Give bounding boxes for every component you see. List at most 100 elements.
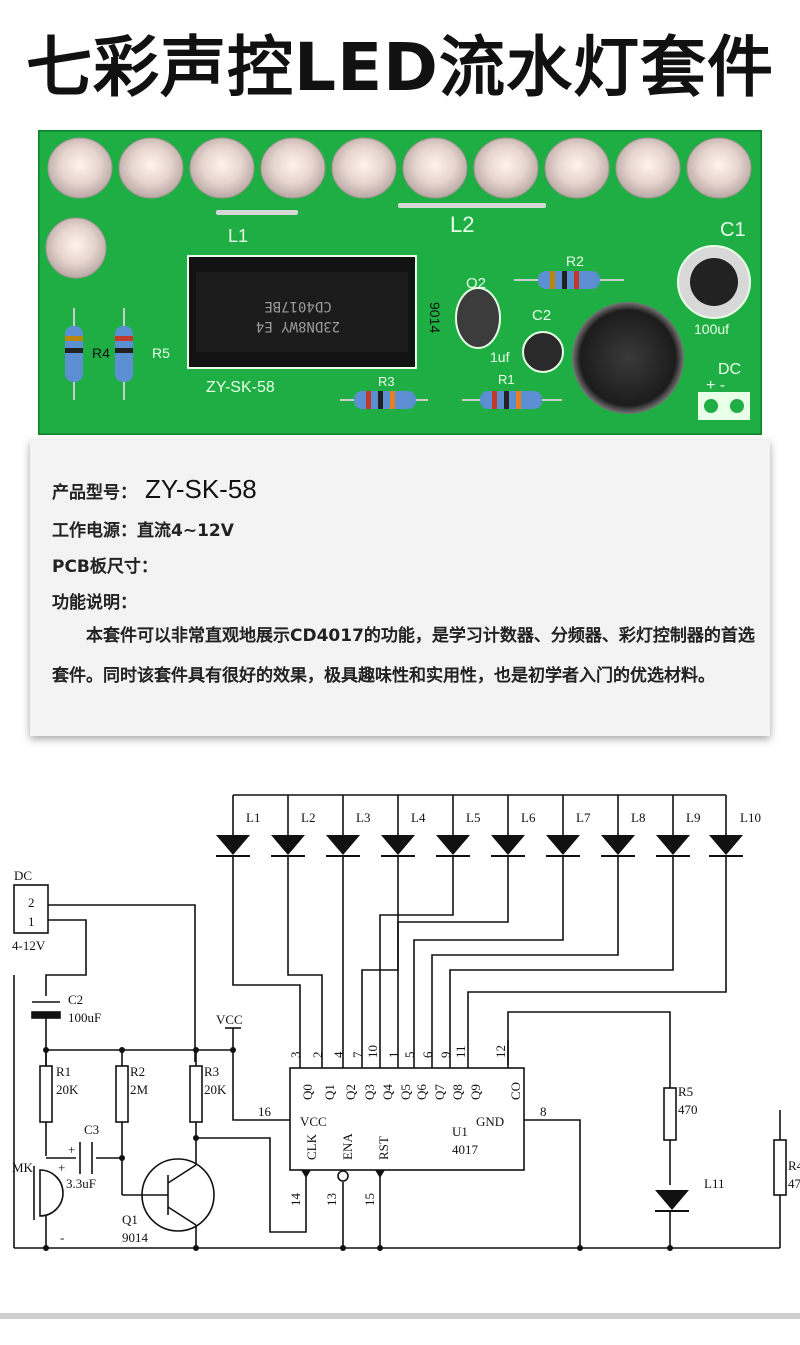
model-row: 产品型号： ZY-SK-58 (52, 474, 257, 505)
r3-value: 20K (204, 1082, 227, 1097)
r5-label: R5 (678, 1084, 693, 1099)
q1-value: 9014 (122, 1230, 149, 1245)
r5-value: 470 (678, 1102, 698, 1117)
ic-out-q0: Q0 (300, 1084, 315, 1100)
pcb-c2-body (522, 331, 564, 373)
led-label-l2: L2 (301, 810, 315, 825)
ic-u1-body (289, 1067, 525, 1171)
ic-out-co: CO (508, 1082, 523, 1100)
circuit-schematic: L1 L2 L3 L4 L5 L6 L7 L8 L9 L10 DC 2 1 4-… (12, 794, 800, 1251)
ic-pin-3: 3 (288, 1052, 303, 1059)
r1-value: 20K (56, 1082, 79, 1097)
ic-gnd-label: GND (476, 1114, 504, 1129)
pcb-resistor-r5 (115, 308, 133, 400)
pcb-c2-value: 1uf (490, 349, 510, 365)
ic-ena-label: ENA (340, 1133, 355, 1160)
page-title: 七彩声控LED流水灯套件 (26, 29, 774, 106)
function-description: 本套件可以非常直观地展示CD4017的功能，是学习计数器、分频器、彩灯控制器的首… (52, 626, 755, 686)
led-label-l5: L5 (466, 810, 480, 825)
ic-pin-8: 8 (540, 1104, 547, 1119)
vcc-label: VCC (216, 1012, 243, 1027)
dc-pin-1: 1 (28, 914, 35, 929)
pcb-label-l1: L1 (228, 226, 248, 246)
pcb-r1-label: R1 (498, 372, 515, 387)
power-value: 直流4~12V (137, 521, 234, 541)
led-label-l1: L1 (246, 810, 260, 825)
led-label-l10: L10 (740, 810, 761, 825)
r3-label: R3 (204, 1064, 219, 1079)
ic-pin-4: 4 (331, 1051, 346, 1058)
pcb-resistor-r4 (65, 308, 83, 400)
ic-pin-1: 1 (386, 1052, 401, 1059)
ic-out-q6: Q6 (414, 1084, 429, 1100)
ic-out-q2: Q2 (343, 1084, 358, 1100)
r4-label: R4 (788, 1158, 800, 1173)
dc-range: 4-12V (12, 938, 46, 953)
ic-pin-7: 7 (350, 1051, 365, 1058)
ic-pin-11: 11 (453, 1045, 468, 1058)
ic-out-q3: Q3 (362, 1084, 377, 1100)
pcb-jumper-l2 (398, 203, 546, 208)
led-label-l7: L7 (576, 810, 591, 825)
dc-label: DC (14, 868, 32, 883)
pcb-label-l2: L2 (450, 212, 474, 237)
c3-label: C3 (84, 1122, 99, 1137)
pcb-dc-pins: + - (706, 377, 725, 394)
product-info-card: 产品型号： ZY-SK-58 工作电源：直流4~12V PCB板尺寸： 功能说明：… (30, 440, 770, 736)
r1-label: R1 (56, 1064, 71, 1079)
ic-pin-10: 10 (365, 1045, 380, 1058)
pcb-board-photo: L1 L2 CD4017BE 23DN8WY E4 ZY-SK-58 Q2 90… (38, 130, 762, 435)
led-array-wiring (232, 795, 727, 835)
power-row: 工作电源：直流4~12V (52, 516, 234, 541)
c2-label: C2 (68, 992, 83, 1007)
ic-out-q7: Q7 (432, 1084, 447, 1100)
ic-out-q4: Q4 (380, 1084, 395, 1100)
q1-label: Q1 (122, 1212, 138, 1227)
ic-pin-9: 9 (438, 1052, 453, 1059)
led-label-l8: L8 (631, 810, 645, 825)
ic-name: U1 (452, 1124, 468, 1139)
pcb-c1-value: 100uf (694, 321, 729, 337)
pcb-c2-label: C2 (532, 307, 551, 324)
pcb-led-row (47, 137, 752, 199)
mk-plus: + (58, 1160, 65, 1175)
model-value: ZY-SK-58 (145, 474, 257, 504)
ic-pin-16: 16 (258, 1104, 272, 1119)
ic-vcc-label: VCC (300, 1114, 327, 1129)
led-label-l6: L6 (521, 810, 536, 825)
dc-pin-2: 2 (28, 895, 35, 910)
pcb-chip-marking-1: CD4017BE (264, 298, 331, 314)
led-label-l9: L9 (686, 810, 700, 825)
pcb-q2-part: 9014 (427, 302, 443, 333)
function-label: 功能说明： (52, 593, 137, 613)
r4-value: 47 (788, 1176, 800, 1191)
pcb-led-l11 (45, 217, 107, 279)
pcb-chip-marking-2: 23DN8WY E4 (256, 318, 340, 334)
mk-minus: - (60, 1230, 64, 1245)
pcb-jumper-l1 (216, 210, 298, 215)
model-label: 产品型号： (52, 483, 137, 503)
pcb-resistor-r1 (462, 391, 562, 409)
pcb-r3-label: R3 (378, 374, 395, 389)
c3-value: 3.3uF (66, 1176, 96, 1191)
pcb-c1-label: C1 (720, 219, 746, 241)
pcb-size-label: PCB板尺寸： (52, 557, 158, 577)
l11-label: L11 (704, 1176, 724, 1191)
ic-pin-14: 14 (288, 1193, 303, 1207)
bottom-divider (0, 1313, 800, 1319)
r2-label: R2 (130, 1064, 145, 1079)
ic-pin-13: 13 (324, 1193, 339, 1206)
ic-out-q1: Q1 (322, 1084, 337, 1100)
pcb-r2-label: R2 (566, 253, 584, 269)
led-label-l3: L3 (356, 810, 370, 825)
pcb-resistor-r2 (514, 271, 624, 289)
power-label: 工作电源： (52, 521, 137, 541)
pcb-microphone (572, 302, 684, 414)
ic-pin-5: 5 (402, 1052, 417, 1059)
led-symbols (216, 835, 743, 1212)
ic-pin-6: 6 (420, 1051, 435, 1058)
ic-clk-label: CLK (304, 1133, 319, 1160)
pcb-board-model: ZY-SK-58 (206, 379, 275, 396)
pcb-r4-label: R4 (92, 345, 110, 361)
pcb-r5-label: R5 (152, 345, 170, 361)
